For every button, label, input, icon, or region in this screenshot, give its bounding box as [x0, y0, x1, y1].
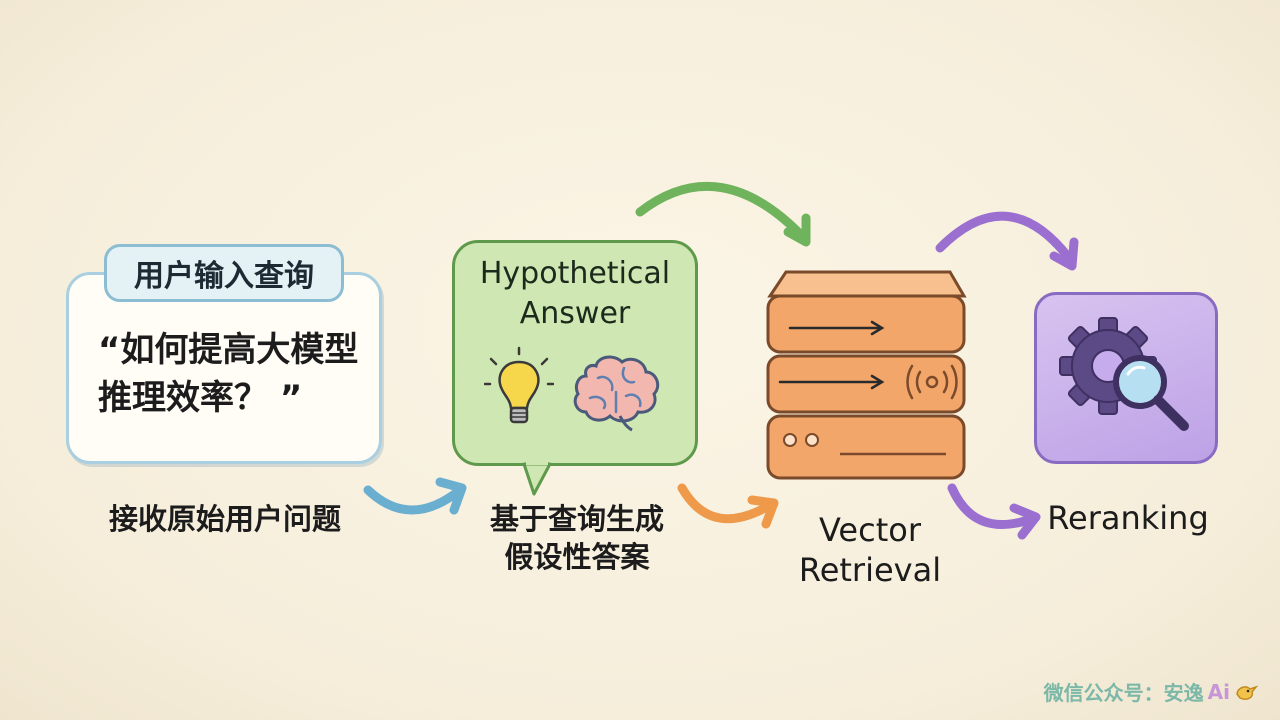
magnifier-icon [1113, 355, 1189, 431]
answer-caption-line-2: 假设性答案 [504, 540, 650, 574]
arrow-query-to-answer [363, 477, 467, 515]
watermark: 微信公众号：安逸 Ai [1044, 677, 1258, 706]
query-card [66, 272, 382, 464]
answer-bubble-tail [522, 462, 552, 496]
brain-icon [573, 355, 660, 432]
query-line-2: 推理效率？ ” [98, 378, 303, 418]
retrieval-caption-line-1: Vector [819, 511, 921, 549]
answer-title-line-2: Answer [519, 296, 631, 331]
signal-icon [906, 364, 958, 400]
arrow-orange [677, 483, 779, 529]
lightbulb-icon [484, 346, 554, 424]
retrieval-caption: Vector Retrieval [770, 510, 970, 590]
retrieval-caption-line-2: Retrieval [798, 551, 942, 589]
answer-card [452, 240, 698, 466]
watermark-text: 微信公众号：安逸 [1043, 681, 1204, 705]
arrow-retrieval-to-rerank [935, 211, 1079, 271]
query-tag: 用户输入查询 [104, 244, 344, 302]
answer-title: Hypothetical Answer [452, 254, 698, 334]
arrow-answer-to-retrieval [635, 181, 811, 247]
answer-title-line-1: Hypothetical [479, 256, 671, 291]
answer-caption: 基于查询生成 假设性答案 [462, 500, 692, 576]
rerank-caption: Reranking [1047, 499, 1209, 537]
answer-caption-line-1: 基于查询生成 [489, 502, 664, 536]
query-line-1: “如何提高大模型 [98, 330, 359, 370]
query-caption: 接收原始用户问题 [108, 502, 341, 536]
query-text: “如何提高大模型 推理效率？ ” [98, 326, 368, 422]
bird-icon [1236, 685, 1258, 700]
watermark-ai: Ai [1207, 679, 1230, 704]
arrow-retrieval-to-rerank-bottom [947, 483, 1041, 540]
server-stack-icon [766, 270, 967, 480]
